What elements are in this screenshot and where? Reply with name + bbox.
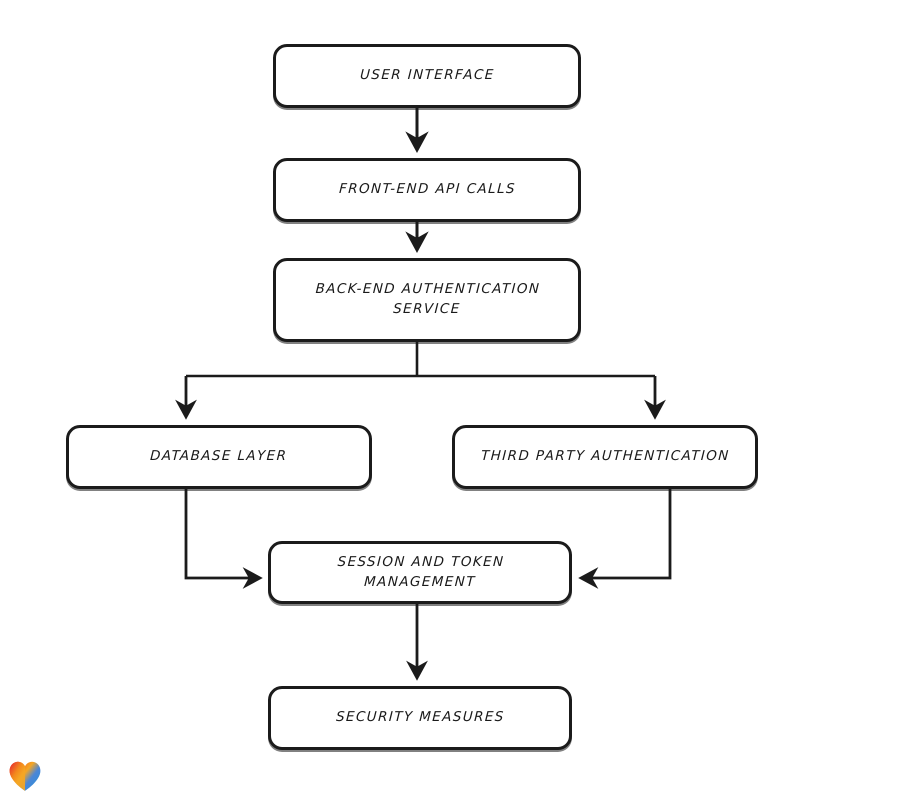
node-third-party-authentication[interactable]: Third Party Authentication	[452, 425, 758, 489]
node-database-layer[interactable]: Database Layer	[66, 425, 372, 489]
node-security-measures[interactable]: Security Measures	[268, 686, 572, 750]
node-label-security-measures: Security Measures	[335, 709, 505, 726]
node-label-session-and-token-management: Session and Token Management	[336, 553, 505, 590]
node-label-back-end-authentication-service: Back-End Authentication Service	[314, 281, 541, 317]
edge-database-to-session	[184, 489, 263, 589]
node-label-third-party-authentication: Third Party Authentication	[480, 448, 730, 465]
node-back-end-authentication-service[interactable]: Back-End Authentication Service	[273, 258, 581, 342]
node-session-and-token-management[interactable]: Session and Token Management	[268, 541, 572, 604]
heart-icon	[9, 761, 41, 791]
edge-thirdparty-to-session	[578, 489, 672, 589]
node-label-user-interface: User Interface	[359, 67, 495, 84]
node-front-end-api-calls[interactable]: Front-End API Calls	[273, 158, 581, 222]
node-label-database-layer: Database Layer	[149, 448, 289, 465]
node-label-front-end-api-calls: Front-End API Calls	[338, 181, 516, 198]
node-user-interface[interactable]: User Interface	[273, 44, 581, 108]
